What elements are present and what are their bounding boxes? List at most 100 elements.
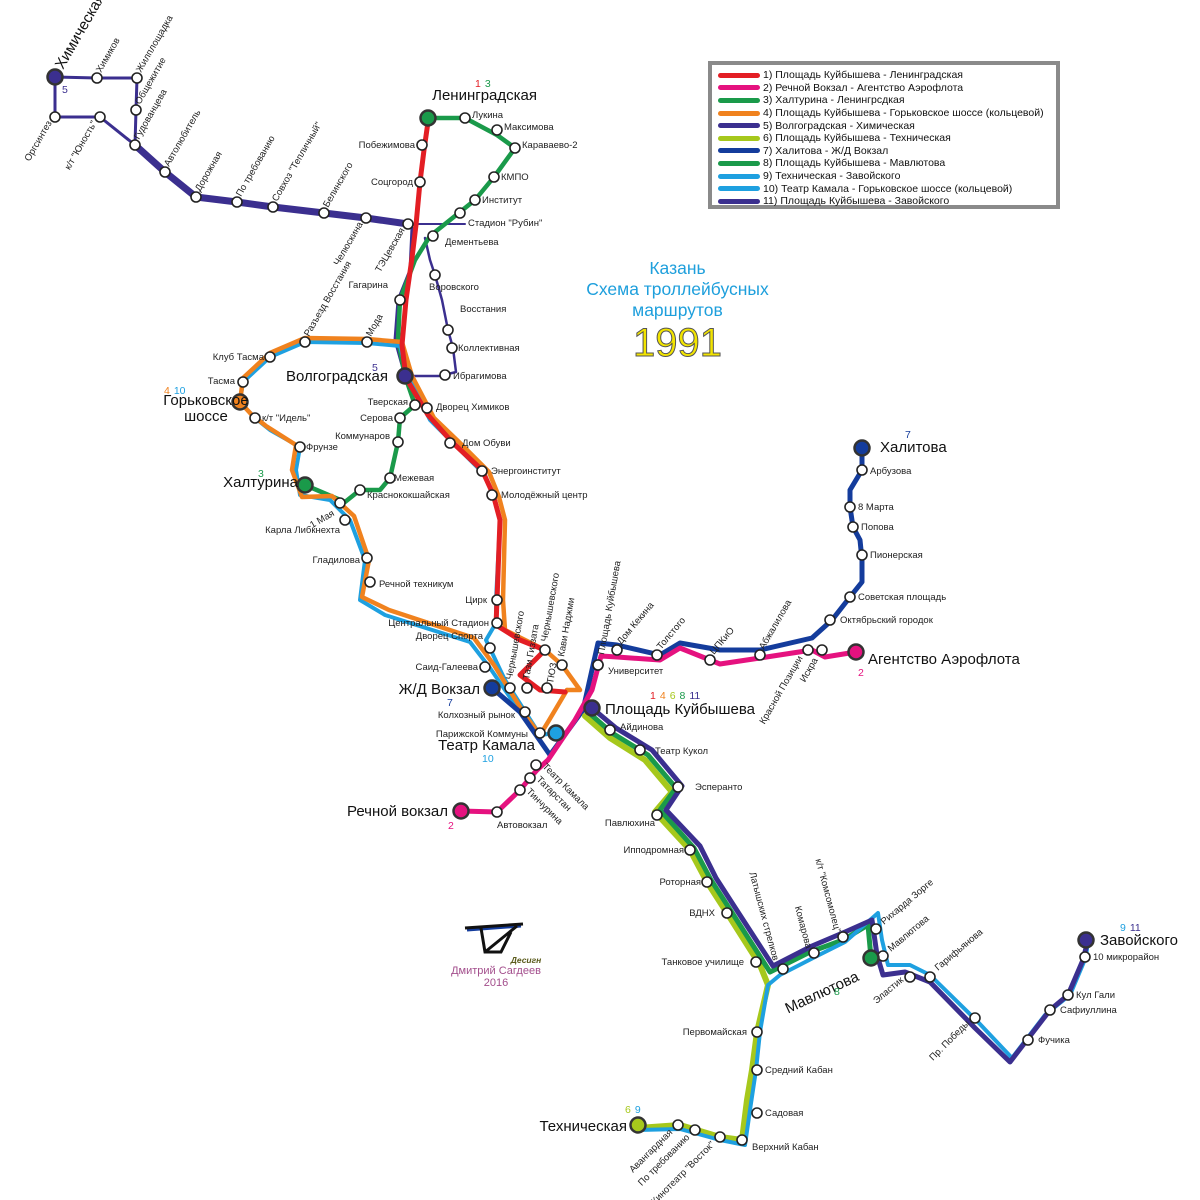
station[interactable]: Дементьева (427, 230, 499, 248)
station-marker[interactable] (837, 931, 849, 943)
station[interactable]: Энергоинститут (476, 465, 561, 477)
station-marker[interactable] (1022, 1034, 1034, 1046)
station-marker[interactable] (721, 907, 733, 919)
terminal-marker[interactable] (547, 724, 565, 742)
station[interactable]: Попова (847, 521, 894, 533)
station[interactable]: Центральный Стадион (388, 617, 503, 629)
station-marker[interactable] (392, 436, 404, 448)
station[interactable]: ТЮЗ (541, 662, 560, 694)
terminal-marker[interactable] (452, 802, 470, 820)
station-marker[interactable] (130, 104, 142, 116)
station-marker[interactable] (750, 956, 762, 968)
station-marker[interactable] (249, 412, 261, 424)
station-marker[interactable] (519, 706, 531, 718)
station-marker[interactable] (299, 336, 311, 348)
station-marker[interactable] (446, 342, 458, 354)
station-marker[interactable] (509, 142, 521, 154)
station-marker[interactable] (159, 166, 171, 178)
station[interactable]: Белинского (318, 161, 356, 219)
station-marker[interactable] (672, 781, 684, 793)
station-marker[interactable] (844, 501, 856, 513)
station-marker[interactable] (190, 191, 202, 203)
station[interactable]: Абжалилова (754, 597, 795, 661)
terminal-marker[interactable] (1077, 931, 1095, 949)
station[interactable]: Межевая (384, 472, 434, 484)
station-marker[interactable] (91, 72, 103, 84)
station-marker[interactable] (354, 484, 366, 496)
station[interactable]: Восстания (442, 304, 506, 336)
station-marker[interactable] (524, 772, 536, 784)
station[interactable]: Ибрагимова (439, 369, 507, 382)
station-marker[interactable] (824, 614, 836, 626)
station-marker[interactable] (469, 194, 481, 206)
station-marker[interactable] (414, 176, 426, 188)
station[interactable]: Театр Кукол (634, 744, 708, 757)
station-marker[interactable] (339, 514, 351, 526)
station[interactable]: к/т "Комсомолец" (812, 858, 849, 943)
station-marker[interactable] (318, 207, 330, 219)
station-marker[interactable] (1079, 951, 1091, 963)
terminal-marker[interactable] (296, 476, 314, 494)
station[interactable]: Верхний Кабан (736, 1134, 819, 1153)
station[interactable]: Гладилова (313, 552, 373, 566)
station[interactable]: Побежимова (359, 139, 428, 151)
station[interactable]: Стадион "Рубин" (454, 207, 542, 229)
station-marker[interactable] (1062, 989, 1074, 1001)
station-marker[interactable] (361, 552, 373, 564)
station-marker[interactable] (539, 644, 551, 656)
station-marker[interactable] (267, 201, 279, 213)
station[interactable]: Разъезд Восстания (299, 259, 354, 348)
station[interactable]: Автовокзал (491, 806, 547, 831)
terminal-marker[interactable] (862, 949, 880, 967)
station-marker[interactable] (751, 1026, 763, 1038)
station[interactable]: Арбузова (856, 464, 912, 477)
station[interactable]: Цирк (465, 594, 503, 606)
station-marker[interactable] (530, 759, 542, 771)
terminal-marker[interactable] (847, 643, 865, 661)
station[interactable]: Воровского (429, 269, 479, 293)
station[interactable]: Гагарина (348, 280, 406, 306)
station[interactable]: Павлюхина (605, 809, 663, 829)
station-marker[interactable] (131, 72, 143, 84)
station-marker[interactable] (611, 644, 623, 656)
station[interactable]: Тасма (208, 376, 249, 388)
station[interactable]: КМПО (488, 171, 529, 183)
station[interactable]: Гарифьянова (924, 926, 986, 983)
station[interactable]: Тверская (368, 397, 421, 411)
station-marker[interactable] (237, 376, 249, 388)
station[interactable]: Речной техникум (364, 576, 453, 590)
station-marker[interactable] (334, 497, 346, 509)
station[interactable]: Кави Наджми (556, 597, 577, 671)
station[interactable]: 8 Марта (844, 501, 895, 513)
station-marker[interactable] (49, 111, 61, 123)
station-marker[interactable] (808, 947, 820, 959)
station-marker[interactable] (604, 724, 616, 736)
terminal-marker[interactable] (853, 439, 871, 457)
station[interactable]: ВДНХ (689, 907, 733, 919)
station-marker[interactable] (416, 139, 428, 151)
station[interactable]: Саид-Галеева (416, 661, 491, 673)
station[interactable]: Максимова (491, 122, 554, 136)
station-marker[interactable] (454, 207, 466, 219)
station[interactable]: Эластик (871, 971, 916, 1006)
station[interactable]: Средний Кабан (751, 1064, 833, 1076)
station[interactable]: Карла Либкнехта (265, 514, 351, 536)
station[interactable]: ЦПКиО (704, 625, 737, 666)
terminal-marker[interactable] (629, 1116, 647, 1134)
station[interactable]: Оргсинтез (23, 111, 61, 163)
station-marker[interactable] (541, 682, 553, 694)
station-marker[interactable] (521, 682, 533, 694)
station[interactable]: Парижской Коммуны (436, 727, 546, 740)
station[interactable]: Ипподромная (623, 844, 696, 856)
station[interactable]: к/т "Идель" (249, 412, 310, 424)
station-marker[interactable] (816, 644, 828, 656)
station-marker[interactable] (427, 230, 439, 242)
station-marker[interactable] (777, 963, 789, 975)
station-marker[interactable] (491, 124, 503, 136)
station-marker[interactable] (429, 269, 441, 281)
